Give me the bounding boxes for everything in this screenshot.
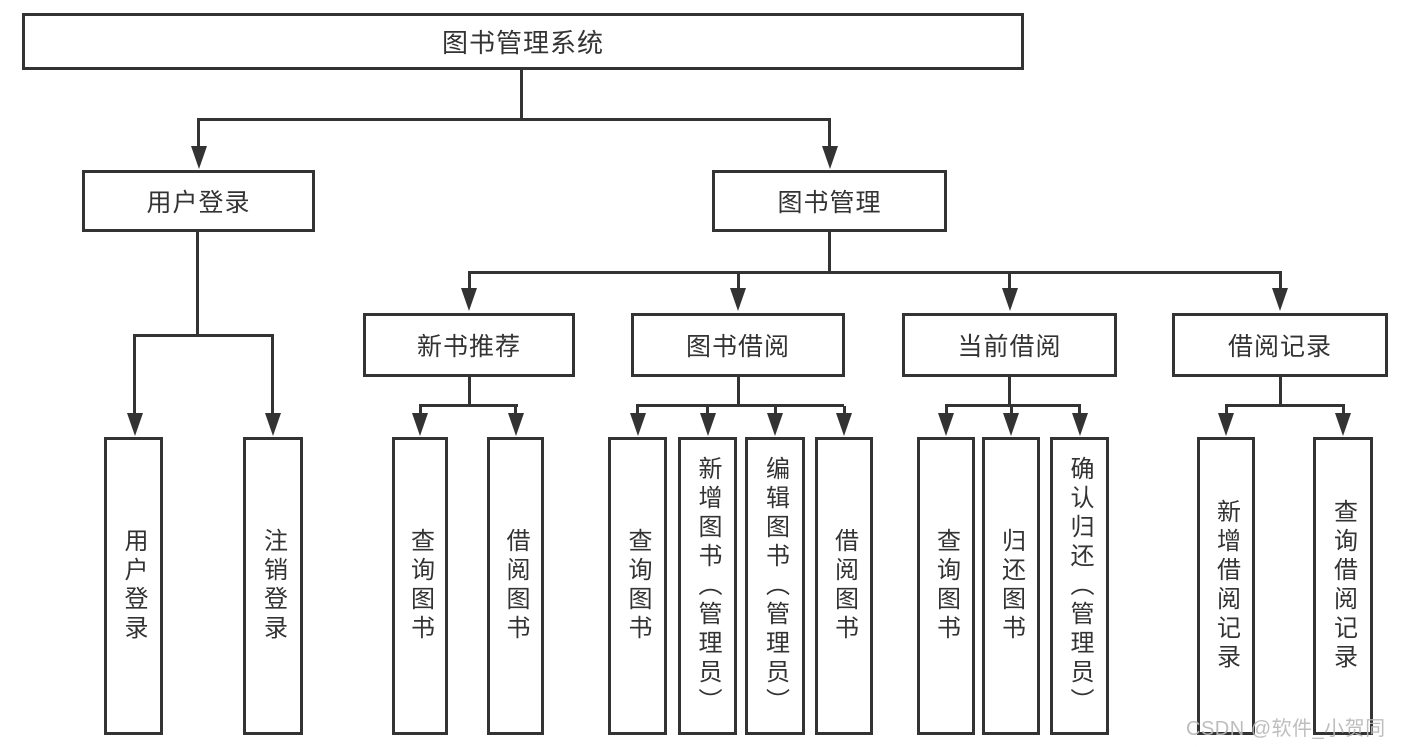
connector-line [1009,406,1013,415]
connector-line [418,404,518,407]
node-leaf-return-book: 归还图书 [982,437,1040,735]
node-label: 编辑图书（管理员） [761,455,789,717]
node-label: 用户登录 [120,528,147,644]
node-leaf-add-borrow-record: 新增借阅记录 [1197,437,1255,735]
connector-line [133,336,136,414]
node-leaf-confirm-return-admin: 确认归还（管理员） [1050,437,1109,735]
node-label: 归还图书 [997,528,1025,644]
connector-line [467,273,471,289]
arrow-down-icon [1218,413,1234,436]
node-book-management: 图书管理 [712,170,947,232]
node-new-book-recommend: 新书推荐 [363,313,575,377]
arrow-down-icon [730,288,746,311]
connector-line [1224,404,1345,407]
connector-line [706,406,709,415]
node-book-borrow: 图书借阅 [631,313,845,377]
node-label: 新增借阅记录 [1212,499,1240,673]
arrow-down-icon [1272,288,1288,311]
arrow-down-icon [264,413,281,436]
connector-line [1278,377,1282,406]
node-label: 用户登录 [146,189,251,217]
node-leaf-add-book-admin: 新增图书（管理员） [678,437,737,735]
node-leaf-borrow-book: 借阅图书 [815,437,873,735]
node-label: 借阅图书 [502,528,529,644]
connector-line [1278,273,1282,289]
node-label: 查询图书 [624,528,651,644]
connector-line [1078,406,1081,415]
node-label: 图书管理 [777,189,882,217]
node-leaf-query-book-current: 查询图书 [917,437,975,735]
node-leaf-edit-book-admin: 编辑图书（管理员） [745,437,805,735]
connector-line [736,377,740,406]
arrow-down-icon [836,413,852,436]
node-leaf-query-borrow-record: 查询借阅记录 [1313,437,1373,735]
connector-line [271,336,274,414]
arrow-down-icon [1335,413,1351,436]
node-user-login: 用户登录 [82,170,315,232]
connector-line [636,406,639,415]
node-label: 借阅图书 [830,528,858,644]
arrow-down-icon [126,413,143,436]
arrow-down-icon [1003,413,1019,436]
arrow-down-icon [767,413,783,436]
node-leaf-logout: 注销登录 [243,437,303,735]
connector-line [514,406,517,415]
connector-line [520,68,523,120]
node-label: 借阅记录 [1227,333,1332,361]
arrow-down-icon [1001,288,1018,311]
arrow-down-icon [699,413,716,436]
node-leaf-user-login: 用户登录 [104,437,163,735]
node-label: 图书管理系统 [441,28,604,58]
arrow-down-icon [461,288,477,311]
connector-line [636,404,844,407]
node-leaf-borrow-book-recommend: 借阅图书 [487,437,544,735]
node-label: 确认归还（管理员） [1066,455,1093,717]
connector-line [828,232,831,273]
arrow-down-icon [190,146,207,169]
connector-line [828,120,831,147]
node-borrow-record: 借阅记录 [1172,313,1388,377]
connector-line [944,406,948,415]
node-leaf-query-book-borrow: 查询图书 [608,437,667,735]
node-leaf-query-book-recommend: 查询图书 [392,437,448,735]
node-library-system: 图书管理系统 [22,13,1024,70]
arrow-down-icon [1071,413,1088,436]
node-label: 新书推荐 [416,333,521,361]
connector-line [736,273,740,289]
connector-line [773,406,777,415]
connector-line [1008,377,1011,406]
connector-line [944,404,1081,407]
node-label: 查询图书 [932,528,960,644]
connector-line [1341,406,1345,415]
connector-line [418,406,422,415]
connector-line [842,406,846,415]
arrow-down-icon [507,413,524,436]
connector-line [1224,406,1228,415]
arrow-down-icon [821,146,838,169]
connector-line [197,120,200,147]
connector-line [467,271,1282,274]
node-label: 新增图书（管理员） [694,455,721,717]
connector-line [467,377,471,406]
watermark: CSDN @软件_小贺同学 [1186,718,1386,740]
arrow-down-icon [412,413,428,436]
connector-line [196,232,199,336]
node-current-borrow: 当前借阅 [902,313,1117,377]
connector-line [1008,273,1011,289]
node-label: 查询借阅记录 [1329,499,1357,673]
node-label: 注销登录 [259,528,287,644]
arrow-down-icon [629,413,646,436]
node-label: 图书借阅 [685,333,790,361]
node-label: 当前借阅 [957,333,1062,361]
connector-line [133,334,274,337]
node-label: 查询图书 [406,528,434,644]
arrow-down-icon [938,413,954,436]
connector-line [197,118,831,121]
